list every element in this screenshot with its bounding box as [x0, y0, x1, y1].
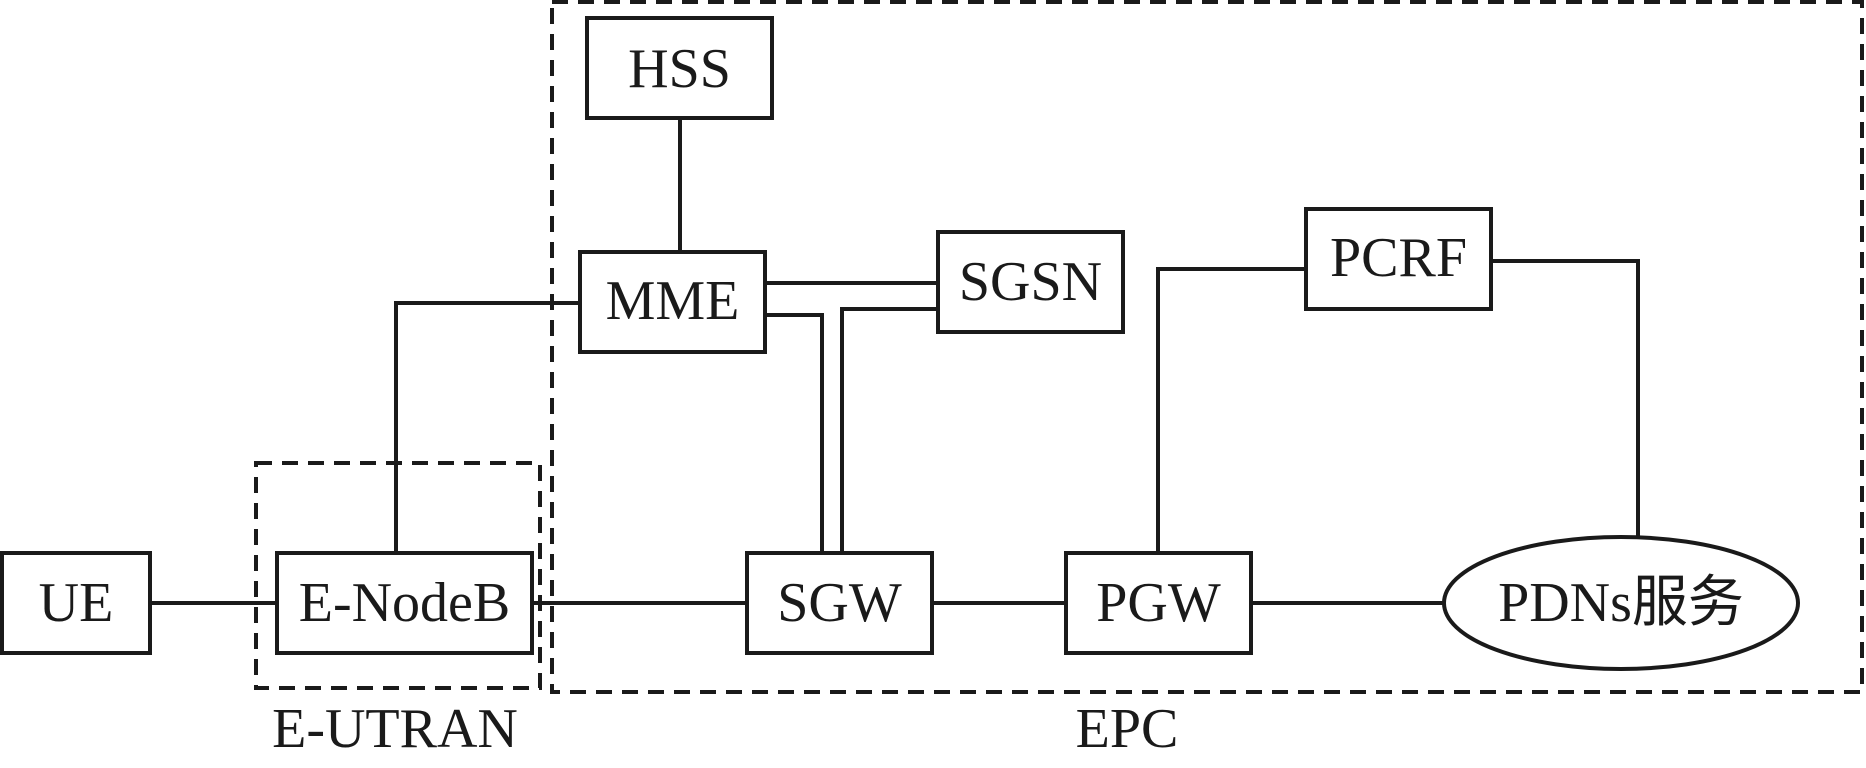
epc-region-label: EPC	[1076, 698, 1179, 760]
sgsn-node: SGSN	[936, 230, 1125, 334]
sgsn-label: SGSN	[959, 251, 1102, 313]
connections	[150, 118, 1640, 605]
link-sgsn-sgw	[840, 307, 938, 553]
pcrf-node: PCRF	[1304, 207, 1493, 311]
link-mme-sgw	[765, 313, 824, 553]
ue-label: UE	[39, 572, 114, 634]
pcrf-label: PCRF	[1330, 227, 1467, 289]
pdns-node: PDNs服务	[1442, 535, 1800, 671]
mme-label: MME	[606, 270, 740, 332]
eutran-region-label: E-UTRAN	[272, 698, 518, 760]
link-pcrf-pgw	[1156, 267, 1306, 553]
sgw-node: SGW	[745, 551, 934, 655]
enodeb-node: E-NodeB	[275, 551, 534, 655]
hss-label: HSS	[628, 38, 731, 100]
enodeb-label: E-NodeB	[299, 572, 511, 634]
ue-node: UE	[0, 551, 152, 655]
link-mme-enodeb	[394, 301, 580, 553]
pdns-label: PDNs服务	[1498, 572, 1744, 634]
sgw-label: SGW	[777, 572, 902, 634]
link-pcrf-pdns	[1491, 259, 1640, 537]
mme-node: MME	[578, 250, 767, 354]
pgw-label: PGW	[1096, 572, 1221, 634]
epc-region-boundary	[550, 0, 1864, 694]
pgw-node: PGW	[1064, 551, 1253, 655]
hss-node: HSS	[585, 16, 774, 120]
